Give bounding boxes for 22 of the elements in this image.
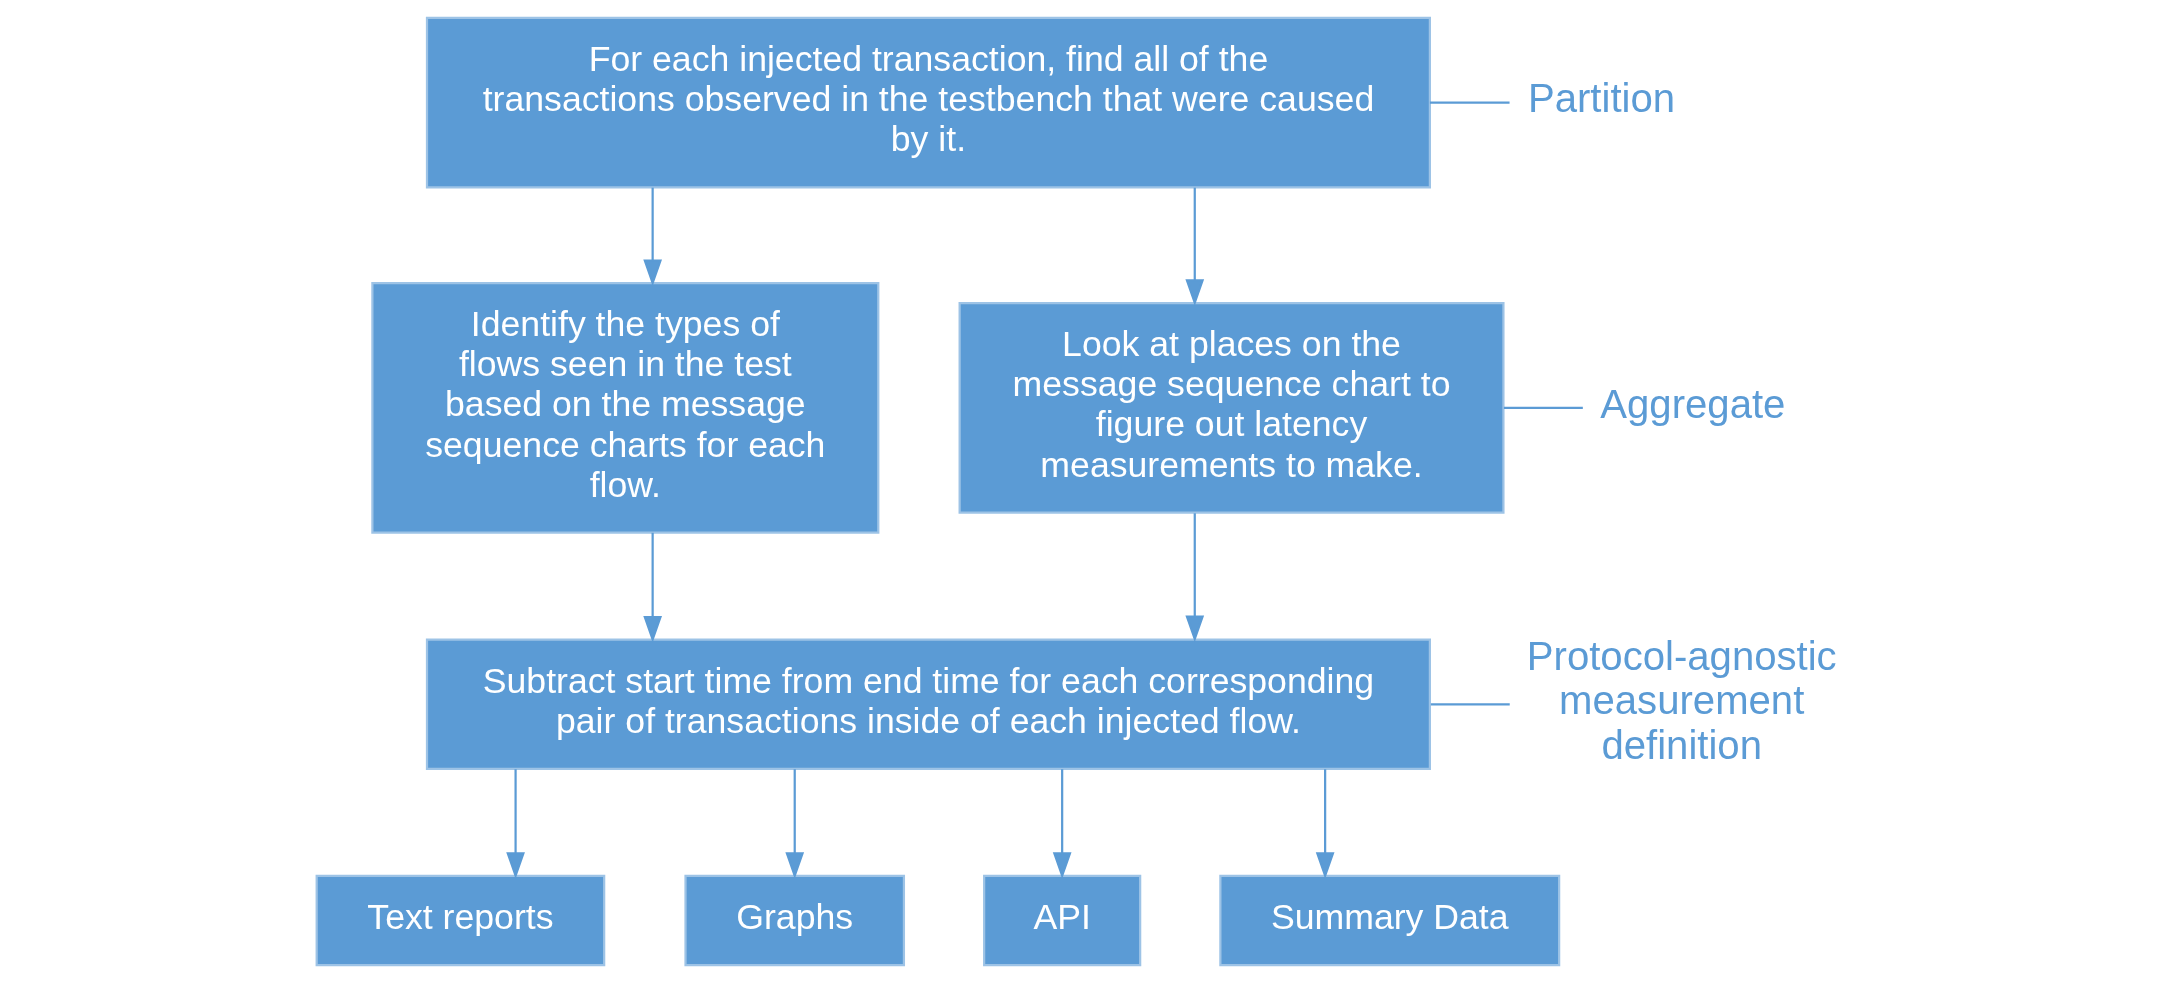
arrow	[784, 768, 804, 879]
node-box: API	[982, 874, 1141, 966]
arrow	[505, 768, 525, 879]
node-box: Look at places on the message sequence chart to figure out latency measurements to make.	[958, 301, 1505, 514]
connector	[1503, 406, 1583, 409]
node-box: Text reports	[315, 874, 605, 966]
arrow	[1184, 512, 1204, 642]
node-text: Partition	[1527, 75, 1675, 120]
connector	[1430, 702, 1510, 705]
node-box: Subtract start time from end time for each corresponding pair of transactions inside of each injected flow.	[425, 638, 1431, 770]
node-text: Protocol-agnostic measurement definition	[1526, 633, 1837, 767]
arrow	[1315, 768, 1334, 879]
arrow	[642, 187, 662, 286]
node-text: Aggregate	[1599, 381, 1785, 426]
node-box: Summary Data	[1218, 874, 1560, 966]
arrow	[642, 532, 662, 643]
connector	[1429, 101, 1510, 104]
arrow	[1052, 768, 1072, 879]
node-box: For each injected transaction, find all of the transactions observed in the testbench that were caused by it.	[425, 16, 1431, 188]
node-box: Identify the types of flows seen in the test based on the message sequence charts for each flow.	[370, 281, 879, 534]
arrow	[1184, 187, 1204, 306]
node-box: Graphs	[683, 874, 905, 966]
